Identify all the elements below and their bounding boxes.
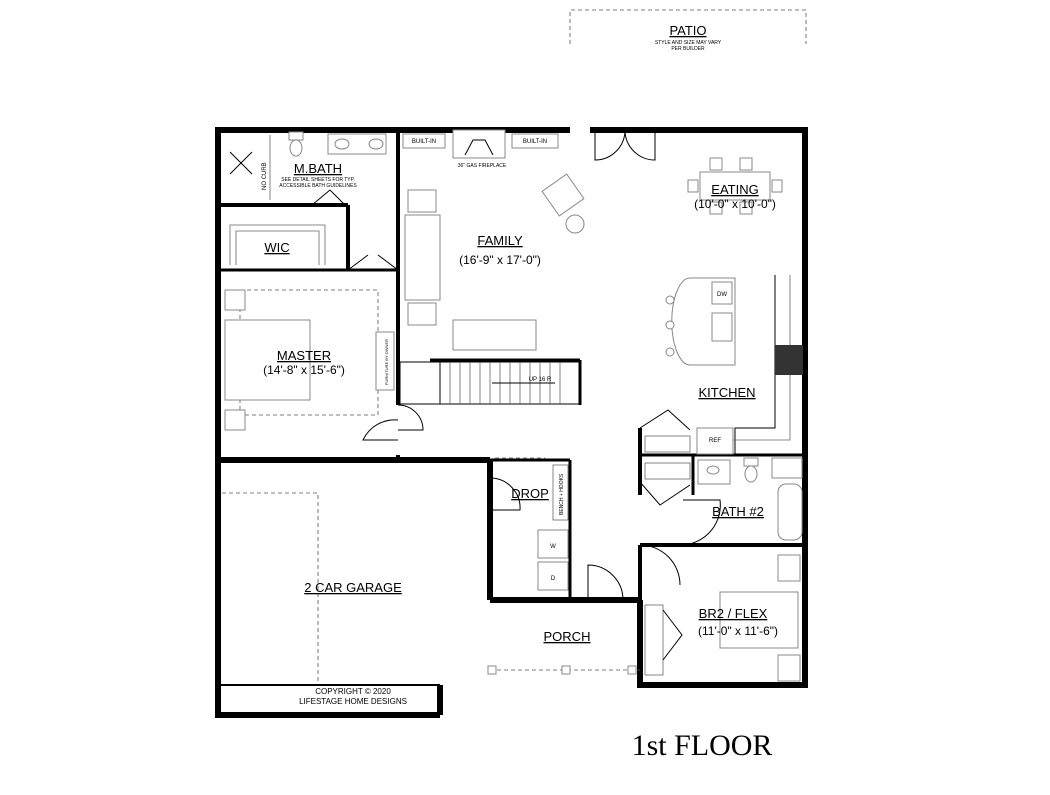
dishwasher [711, 281, 733, 305]
master-bath: NO CURB M.BATH SEE DETAIL SHEETS FOR TYP… [229, 131, 387, 206]
patio-label: PATIO [669, 23, 706, 38]
br2-door [639, 544, 681, 586]
dresser [375, 331, 395, 391]
stairs: UP 16 R [397, 361, 581, 431]
sofa [404, 214, 441, 301]
couch [452, 319, 537, 351]
chair [407, 302, 437, 326]
closet-door [662, 609, 683, 661]
kitchen: DW REF KITCHEN [639, 275, 803, 455]
dryer [537, 561, 569, 591]
nightstand [777, 554, 801, 582]
toilet-icon [744, 465, 758, 483]
master-bedroom: MASTER (14'-8" x 15'-6") FURNITURE BY OW… [224, 289, 399, 441]
drop-label: DROP [511, 486, 549, 501]
no-curb-label: NO CURB [262, 162, 268, 190]
refrigerator [696, 427, 734, 455]
patio-outline [569, 9, 807, 44]
garage: 2 CAR GARAGE COPYRIGHT © 2020 LIFESTAGE … [222, 492, 407, 706]
side-table [565, 214, 585, 234]
drop-zone: BENCH + HOOKS W D DROP [489, 457, 569, 591]
closet-door [639, 481, 691, 506]
br2-label: BR2 / FLEX [699, 606, 768, 621]
family-dims: (16'-9" x 17'-0") [459, 253, 541, 267]
dining-table [699, 171, 771, 201]
sink-icon [706, 465, 720, 475]
porch: PORCH [487, 629, 640, 675]
porch-column [627, 665, 637, 675]
interior-walls [218, 130, 805, 600]
toilet-tank-icon [288, 131, 304, 141]
bath2-label: BATH #2 [712, 504, 764, 519]
family-label: FAMILY [477, 233, 523, 248]
bed [719, 591, 799, 649]
bathtub [777, 483, 803, 541]
exterior-walls [215, 127, 808, 718]
eating-label: EATING [711, 182, 758, 197]
garage-label: 2 CAR GARAGE [304, 580, 402, 595]
armchair [541, 173, 585, 217]
br2-flex: BR2 / FLEX (11'-0" x 11'-6") [639, 544, 801, 682]
closets [639, 435, 691, 506]
pantry-door [639, 409, 691, 431]
patio-note-2: PER BUILDER [671, 46, 705, 52]
dw-label: DW [717, 292, 727, 298]
porch-label: PORCH [544, 629, 591, 644]
washer [537, 529, 569, 559]
washer-label: W [550, 544, 556, 550]
kitchen-label: KITCHEN [698, 385, 755, 400]
br2-dims: (11'-0" x 11'-6") [698, 624, 778, 638]
dryer-label: D [551, 576, 556, 582]
sink-icon [334, 138, 350, 150]
wic-door [347, 254, 399, 271]
patio: PATIO STYLE AND SIZE MAY VARY PER BUILDE… [569, 9, 807, 52]
porch-column [487, 665, 497, 675]
mbath-label: M.BATH [294, 161, 342, 176]
stair-label: UP 16 R [529, 377, 552, 383]
bed [224, 319, 311, 401]
master-label: MASTER [277, 348, 331, 363]
toilet-tank-icon [743, 457, 759, 467]
bench-label: BENCH + HOOKS [559, 473, 565, 515]
nightstand [224, 409, 246, 431]
front-door [587, 564, 624, 601]
copyright-line-1: COPYRIGHT © 2020 [315, 687, 391, 696]
stair-door [397, 404, 424, 431]
master-door [362, 419, 399, 441]
master-dims: (14'-8" x 15'-6") [263, 363, 345, 377]
eating: EATING (10'-0" x 10'-0") [594, 129, 783, 215]
bath-door [311, 189, 346, 206]
family-room: BUILT-IN BUILT-IN 36" GAS FIREPLACE FAMI… [402, 129, 585, 351]
bath2-door [682, 499, 721, 546]
wic: WIC [229, 224, 399, 271]
nightstand [777, 654, 801, 682]
ref-label: REF [709, 438, 721, 444]
wic-label: WIC [264, 240, 289, 255]
fireplace [452, 129, 506, 159]
patio-door [594, 129, 656, 161]
sink-icon [368, 138, 384, 150]
built-in-left: BUILT-IN [412, 139, 436, 145]
toilet-icon [289, 139, 303, 157]
nightstand [224, 289, 246, 311]
bath-2: BATH #2 [682, 457, 803, 546]
kitchen-sink [711, 312, 733, 342]
built-in-right: BUILT-IN [523, 139, 547, 145]
fireplace-label: 36" GAS FIREPLACE [458, 163, 507, 169]
mbath-note-1: SEE DETAIL SHEETS FOR TYP. [281, 177, 354, 183]
eating-dims: (10'-0" x 10'-0") [694, 197, 776, 211]
drop-door [489, 477, 521, 511]
patio-note-1: STYLE AND SIZE MAY VARY [655, 40, 722, 46]
porch-column [561, 665, 571, 675]
furniture-note: FURNITURE BY OWNER [384, 339, 389, 385]
cooktop [775, 345, 803, 375]
copyright-line-2: LIFESTAGE HOME DESIGNS [299, 697, 407, 706]
mbath-note-2: ACCESSIBLE BATH GUIDELINES [279, 183, 357, 189]
chair [407, 189, 437, 213]
floor-title: 1st FLOOR [632, 729, 773, 762]
